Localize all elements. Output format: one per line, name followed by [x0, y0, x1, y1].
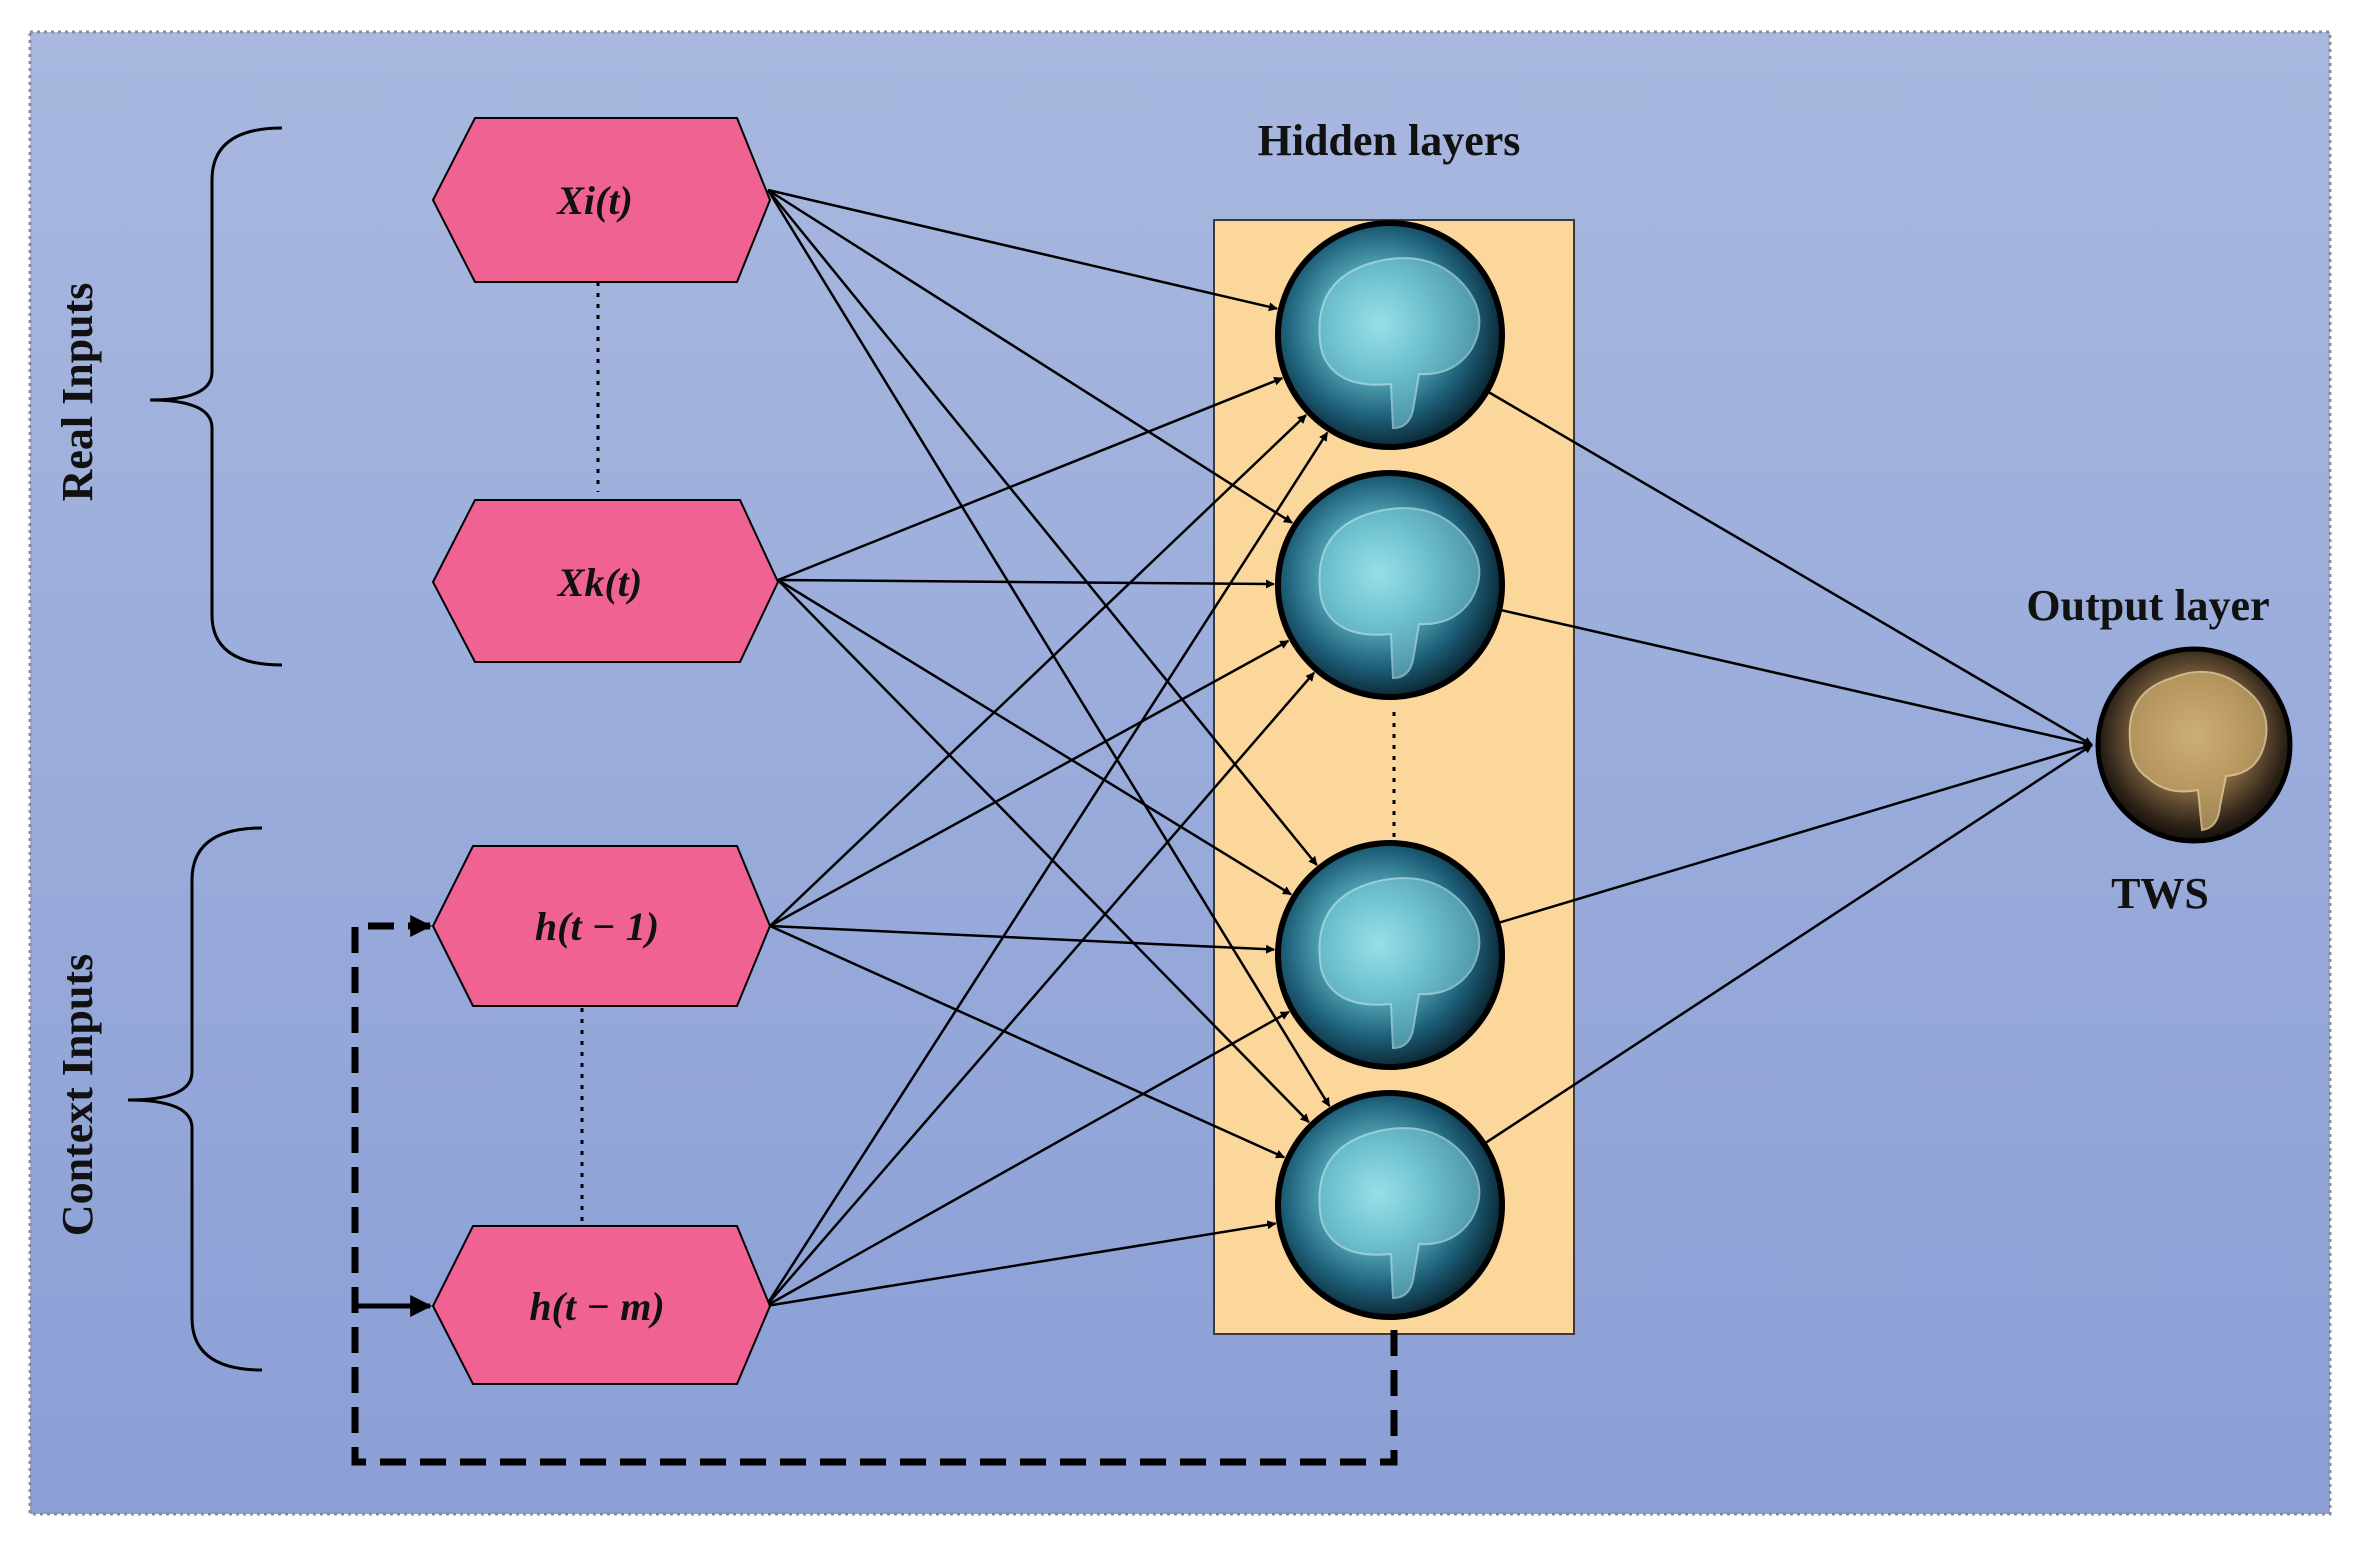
brain-icon: [1318, 507, 1481, 680]
edge-input-2-to-hidden-4: [777, 579, 1310, 1123]
hidden-node-3: [1275, 840, 1505, 1070]
edge-input-1-to-hidden-3: [767, 189, 1318, 866]
input-node-xi: Xi(t): [431, 117, 772, 283]
edge-hidden-4-to-output: [1483, 743, 2093, 1146]
input-node-h1-label: h(t − 1): [535, 904, 659, 949]
output-layer-label: Output layer: [2026, 581, 2269, 630]
edge-hidden-3-to-output: [1497, 743, 2093, 925]
edge-input-3-to-hidden-2: [769, 639, 1290, 928]
context-inputs-label: Context Inputs: [53, 954, 102, 1236]
edge-input-3-to-hidden-1: [769, 414, 1307, 927]
brain-icon: [1318, 877, 1481, 1050]
edge-hidden-2-to-output: [1498, 608, 2093, 748]
context-inputs-brace: [127, 826, 263, 1372]
real-inputs-label: Real Inputs: [53, 283, 102, 502]
input-node-xi-label: Xi(t): [555, 178, 633, 223]
diagram-background: [28, 30, 2332, 1516]
recurrent-feedback-loop: [351, 915, 1398, 1466]
edge-input-4-to-hidden-2: [765, 671, 1316, 1307]
real-inputs-brace: [149, 126, 283, 667]
input-node-hm-label: h(t − m): [529, 1284, 664, 1329]
brain-icon: [1318, 257, 1481, 430]
hidden-node-1: [1275, 220, 1505, 450]
input-node-xk: Xk(t): [431, 499, 780, 663]
edge-input-4-to-hidden-3: [765, 1010, 1290, 1308]
input-node-hm: h(t − m): [431, 1225, 772, 1385]
hidden-layers-label: Hidden layers: [1258, 116, 1521, 165]
hidden-nodes: [1275, 220, 1505, 1320]
edge-input-1-to-hidden-2: [767, 188, 1293, 524]
edge-input-2-to-hidden-1: [777, 376, 1284, 582]
edge-input-1-to-hidden-1: [767, 188, 1278, 312]
output-brain-icon: [2128, 671, 2268, 832]
edge-input-2-to-hidden-2: [777, 578, 1275, 589]
connection-edges: [764, 188, 2093, 1308]
edge-input-1-to-hidden-4: [766, 189, 1331, 1107]
edge-input-3-to-hidden-4: [769, 924, 1286, 1159]
hidden-node-4: [1275, 1090, 1505, 1320]
edge-input-4-to-hidden-4: [765, 1220, 1277, 1308]
input-node-xk-label: Xk(t): [556, 560, 642, 605]
edge-hidden-1-to-output: [1486, 390, 2093, 747]
output-name-label: TWS: [2111, 869, 2209, 918]
output-node: [2095, 646, 2293, 844]
input-node-h1: h(t − 1): [431, 845, 772, 1007]
edge-input-2-to-hidden-3: [777, 578, 1292, 896]
brain-icon: [1318, 1127, 1481, 1300]
edge-input-3-to-hidden-3: [769, 924, 1276, 954]
edge-input-4-to-hidden-1: [764, 431, 1329, 1307]
hidden-node-2: [1275, 470, 1505, 700]
